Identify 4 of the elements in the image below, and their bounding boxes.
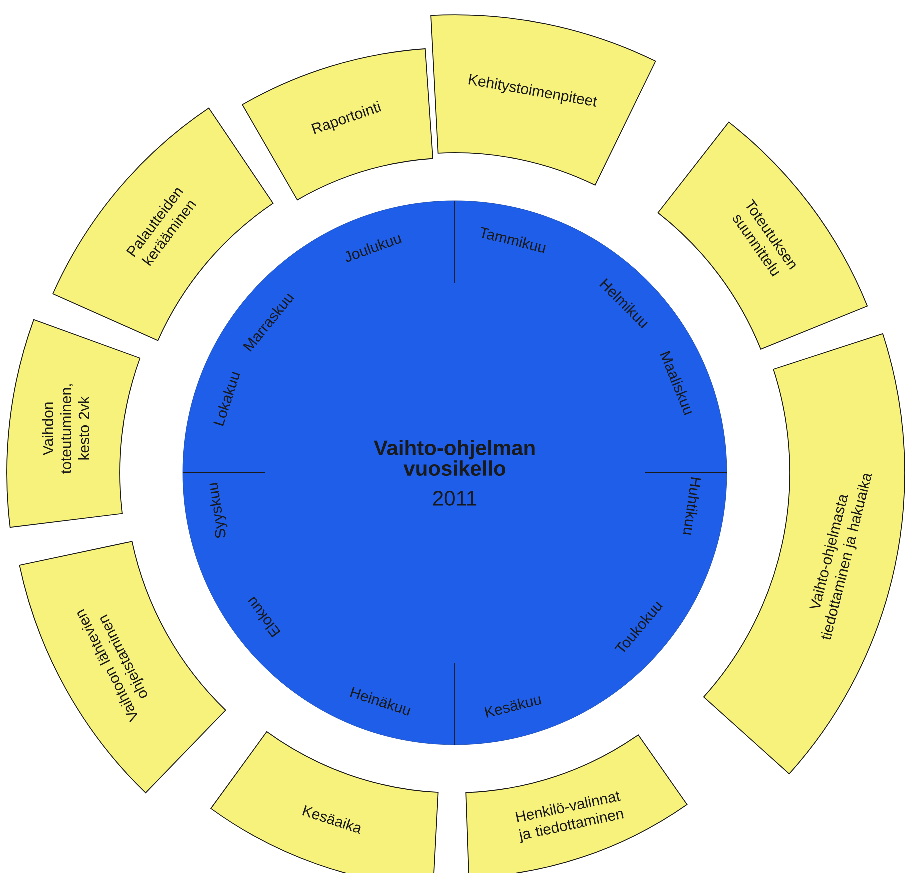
month-label: Huhtikuu bbox=[683, 478, 702, 535]
month-label: Syyskuu bbox=[210, 482, 228, 538]
banner: Vaihdon toteutuminen, kesto 2vk bbox=[6, 319, 141, 528]
month-label: Kesäkuu bbox=[484, 696, 542, 718]
